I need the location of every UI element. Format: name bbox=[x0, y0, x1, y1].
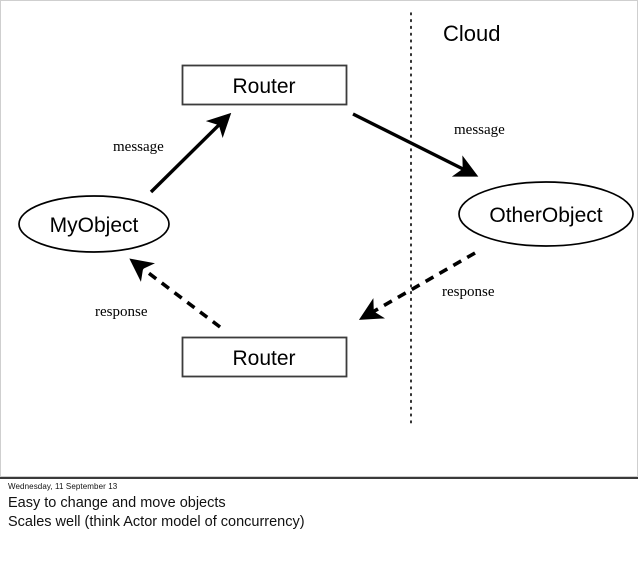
router-bottom-box bbox=[181, 336, 348, 378]
node-router-top[interactable]: Router bbox=[181, 64, 348, 106]
edge-router-bottom-to-myobject bbox=[129, 258, 222, 329]
node-otherobject[interactable]: OtherObject bbox=[458, 181, 634, 247]
edge-label-message-right: message bbox=[454, 122, 505, 138]
router-top-box bbox=[181, 64, 348, 106]
node-router-bottom[interactable]: Router bbox=[181, 336, 348, 378]
edge-myobject-to-router-top bbox=[149, 112, 232, 194]
otherobject-label: OtherObject bbox=[489, 204, 602, 227]
edge-label-message-left: message bbox=[113, 139, 164, 155]
edge-router-top-to-otherobject bbox=[352, 112, 479, 177]
edge-otherobject-to-router-bottom bbox=[358, 251, 476, 320]
myobject-label: MyObject bbox=[50, 214, 139, 237]
node-myobject[interactable]: MyObject bbox=[18, 195, 170, 253]
edge-label-response-right: response bbox=[442, 284, 495, 300]
edge-label-response-left: response bbox=[95, 304, 148, 320]
router-top-label: Router bbox=[232, 75, 295, 98]
slide-bottom-rule bbox=[0, 477, 638, 479]
otherobject-ellipse bbox=[458, 181, 634, 247]
cloud-label: Cloud bbox=[443, 21, 500, 46]
notes-line: Scales well (think Actor model of concur… bbox=[8, 514, 305, 530]
notes-date: Wednesday, 11 September 13 bbox=[8, 482, 118, 491]
notes-line: Easy to change and move objects bbox=[8, 495, 226, 511]
router-bottom-label: Router bbox=[232, 347, 295, 370]
notes-body: Easy to change and move objects Scales w… bbox=[8, 494, 628, 532]
slide-canvas: Cloud Router Router MyObject OtherObject bbox=[0, 0, 638, 477]
architecture-diagram: Cloud Router Router MyObject OtherObject bbox=[18, 12, 634, 427]
notes-area: Wednesday, 11 September 13 Easy to chang… bbox=[0, 479, 638, 572]
myobject-ellipse bbox=[18, 195, 170, 253]
